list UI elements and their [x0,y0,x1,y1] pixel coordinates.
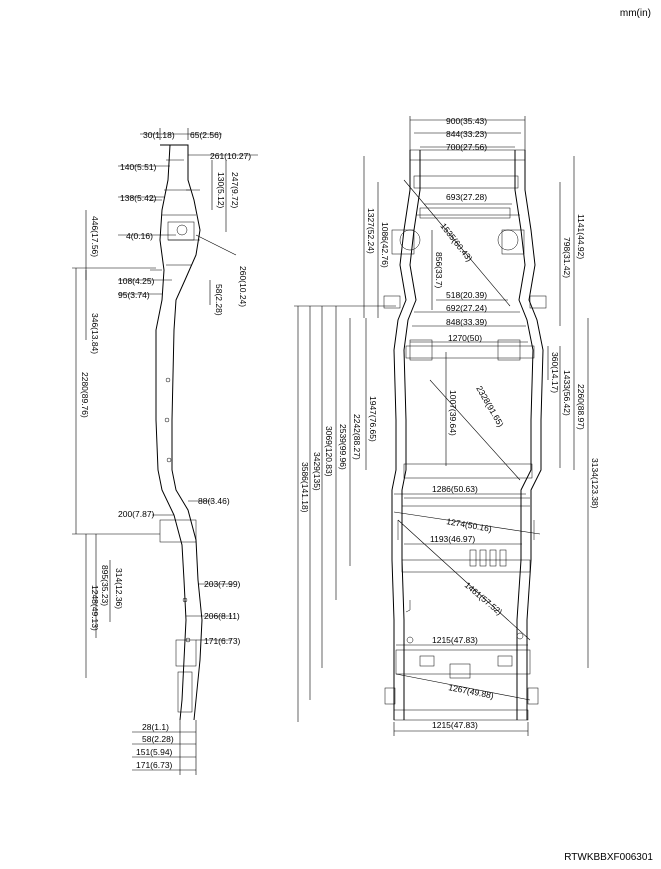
top-dim-label: 3586(141.18) [300,462,310,513]
side-dim-label: 58(2.28) [142,734,174,744]
side-dim-label: 247(9.72) [230,172,240,209]
side-view-dimension-lines [72,128,258,775]
top-view-frame [383,149,547,721]
side-dim-label: 58(2.28) [214,284,224,316]
top-dim-label: 3134(123.38) [590,458,600,509]
side-dim-label: 108(4.25) [118,276,155,286]
top-dim-label: 1141(44.92) [576,214,586,259]
figure-code: RTWKBBXF006301 [564,852,653,863]
side-dim-label: 151(5.94) [136,747,173,757]
top-dim-label: 844(33.23) [446,129,487,139]
top-dim-label: 798(31.42) [562,237,572,278]
top-dim-label: 1461(57.52) [463,580,505,617]
top-dim-label: 1274(50.16) [446,516,493,534]
side-dimension-labels: 30(1.18) 65(2.56) 261(10.27) 140(5.51) 1… [80,130,251,770]
top-dim-label: 3429(135) [312,452,322,491]
side-dim-label: 65(2.56) [190,130,222,140]
side-dim-label: 203(7.99) [204,579,241,589]
side-dim-label: 95(3.74) [118,290,150,300]
top-dim-label: 1270(50) [448,333,482,343]
side-dim-label: 346(13.84) [90,313,100,354]
top-dim-label: 3069(120.83) [324,426,334,477]
side-dim-label: 4(0.16) [126,231,153,241]
top-dim-label: 693(27.28) [446,192,487,202]
top-dim-label: 1007(39.64) [448,390,458,436]
top-dim-label: 1433(56.42) [562,370,572,416]
side-dim-label: 446(17.56) [90,216,100,257]
top-view-dimension-lines [294,116,589,736]
top-dim-label: 1086(42.76) [380,222,390,268]
side-dim-label: 28(1.1) [142,722,169,732]
top-dim-label: 1215(47.83) [432,720,478,730]
side-dim-label: 88(3.46) [198,496,230,506]
top-dim-label: 2328(91.65) [474,384,506,429]
side-dim-label: 314(12.36) [114,568,124,609]
top-dim-label: 2242(88.27) [352,414,362,460]
top-dim-label: 856(33.7) [434,252,444,289]
top-dim-label: 900(35.43) [446,116,487,126]
top-dim-label: 1215(47.83) [432,635,478,645]
side-dim-label: 261(10.27) [210,151,251,161]
side-dim-label: 895(35.23) [100,565,110,606]
top-dim-label: 360(14.17) [550,352,560,393]
side-dim-label: 140(5.51) [120,162,157,172]
side-view-frame [150,144,203,721]
top-dim-label: 1193(46.97) [430,534,475,544]
top-dim-label: 848(33.39) [446,317,487,327]
side-dim-label: 130(5.12) [216,172,226,209]
top-dim-label: 700(27.56) [446,142,487,152]
side-dim-label: 171(6.73) [204,636,241,646]
unit-label: mm(in) [619,8,651,19]
side-dim-label: 1248(49.13) [90,585,100,631]
side-dim-label: 30(1.18) [143,130,175,140]
top-dim-label: 692(27.24) [446,303,487,313]
top-dim-label: 2539(99.96) [338,424,348,470]
top-dim-label: 1267(49.88) [448,682,495,701]
side-dim-label: 138(5.42) [120,193,157,203]
side-dim-label: 260(10.24) [238,266,248,307]
top-dim-label: 1327(52.24) [366,208,376,254]
top-dim-label: 1286(50.63) [432,484,478,494]
top-dim-label: 518(20.39) [446,290,487,300]
side-dim-label: 2280(89.76) [80,372,90,418]
side-dim-label: 200(7.87) [118,509,155,519]
side-dim-label: 171(6.73) [136,760,173,770]
top-dim-label: 1947(76.65) [368,396,378,442]
top-dim-label: 2260(88.97) [576,384,586,430]
side-dim-label: 206(8.11) [204,611,240,621]
